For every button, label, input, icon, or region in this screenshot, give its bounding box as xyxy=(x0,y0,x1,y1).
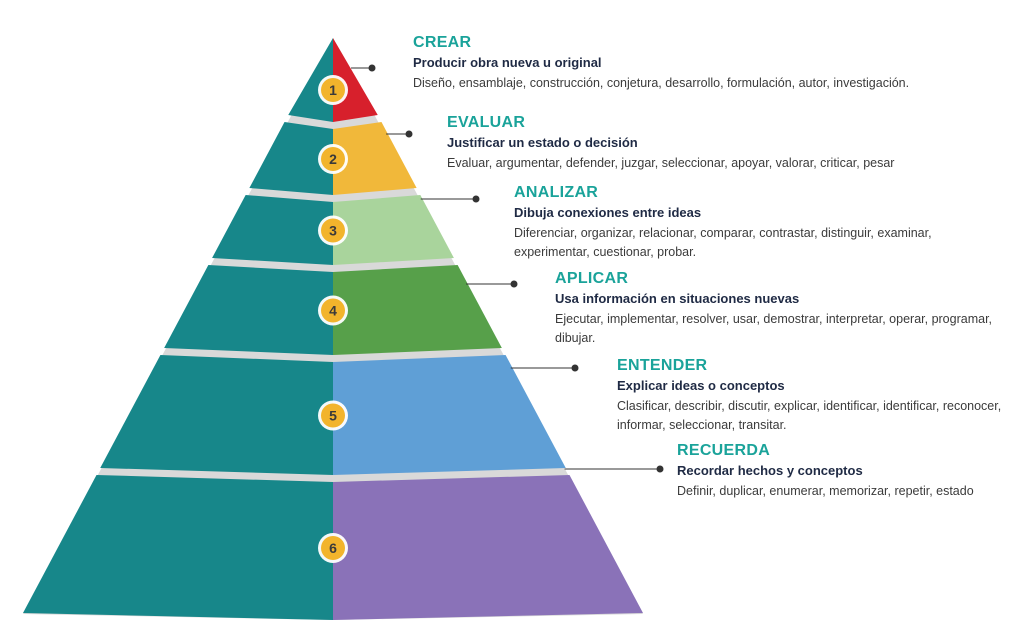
tier-5-right-face xyxy=(333,355,566,475)
tier-1-badge-number: 1 xyxy=(329,82,337,98)
tier-2-badge: 2 xyxy=(318,144,348,174)
tier-3-leader-dot xyxy=(472,195,480,203)
level-4-description: Ejecutar, implementar, resolver, usar, d… xyxy=(555,312,993,345)
tier-3-badge: 3 xyxy=(318,215,348,246)
level-2-description: Evaluar, argumentar, defender, juzgar, s… xyxy=(447,156,895,170)
tier-6-badge-number: 6 xyxy=(329,540,337,556)
level-5-text: ENTENDER Explicar ideas o conceptos Clas… xyxy=(617,357,1022,435)
level-1-title: CREAR xyxy=(413,34,472,51)
tier-1-leader-dot xyxy=(368,64,376,72)
tier-4-badge: 4 xyxy=(318,295,348,326)
level-1-text: CREAR Producir obra nueva u original Dis… xyxy=(413,34,973,93)
tier-5-left-face xyxy=(100,355,334,475)
tier-1-badge: 1 xyxy=(318,75,348,105)
level-3-text: ANALIZAR Dibuja conexiones entre ideas D… xyxy=(514,184,994,262)
tier-6-badge: 6 xyxy=(318,533,348,563)
level-1-description: Diseño, ensamblaje, construcción, conjet… xyxy=(413,76,910,90)
level-5-description: Clasificar, describir, discutir, explica… xyxy=(617,399,1002,432)
level-3-subtitle: Dibuja conexiones entre ideas xyxy=(514,205,702,220)
level-3-title: ANALIZAR xyxy=(514,184,599,201)
tier-6-right-face xyxy=(333,475,643,620)
level-5-title: ENTENDER xyxy=(617,357,708,374)
tier-3-right-face xyxy=(333,195,454,265)
tier-6-left-face xyxy=(23,475,333,620)
tier-3-badge-number: 3 xyxy=(329,223,337,239)
tier-2-badge-number: 2 xyxy=(329,151,337,167)
tier-4-left-face xyxy=(164,265,333,355)
level-3-description: Diferenciar, organizar, relacionar, comp… xyxy=(514,226,932,259)
tier-2-left-face xyxy=(249,122,333,195)
level-1-subtitle: Producir obra nueva u original xyxy=(413,55,602,70)
level-4-subtitle: Usa información en situaciones nuevas xyxy=(555,291,800,306)
tier-1-left-face xyxy=(288,38,333,122)
level-6-subtitle: Recordar hechos y conceptos xyxy=(677,463,863,478)
tier-2-leader-dot xyxy=(405,130,413,138)
tier-5-leader-dot xyxy=(571,364,579,372)
level-6-description: Definir, duplicar, enumerar, memorizar, … xyxy=(677,484,974,498)
level-6-text: RECUERDA Recordar hechos y conceptos Def… xyxy=(677,442,997,501)
tier-4-leader-dot xyxy=(510,280,518,288)
level-4-title: APLICAR xyxy=(555,270,629,287)
level-6-title: RECUERDA xyxy=(677,442,771,459)
tier-4-right-face xyxy=(333,265,502,355)
tier-6-leader-dot xyxy=(656,465,664,473)
level-5-subtitle: Explicar ideas o conceptos xyxy=(617,378,785,393)
level-2-title: EVALUAR xyxy=(447,114,526,131)
tier-2-right-face xyxy=(333,122,417,195)
level-2-text: EVALUAR Justificar un estado o decisión … xyxy=(447,114,1017,173)
level-4-text: APLICAR Usa información en situaciones n… xyxy=(555,270,1020,348)
tier-5-badge-number: 5 xyxy=(329,408,337,424)
tier-1-right-face xyxy=(333,38,378,122)
tier-5-badge: 5 xyxy=(318,400,348,431)
level-2-subtitle: Justificar un estado o decisión xyxy=(447,135,638,150)
tier-4-badge-number: 4 xyxy=(329,303,337,319)
tier-3-left-face xyxy=(212,195,333,265)
